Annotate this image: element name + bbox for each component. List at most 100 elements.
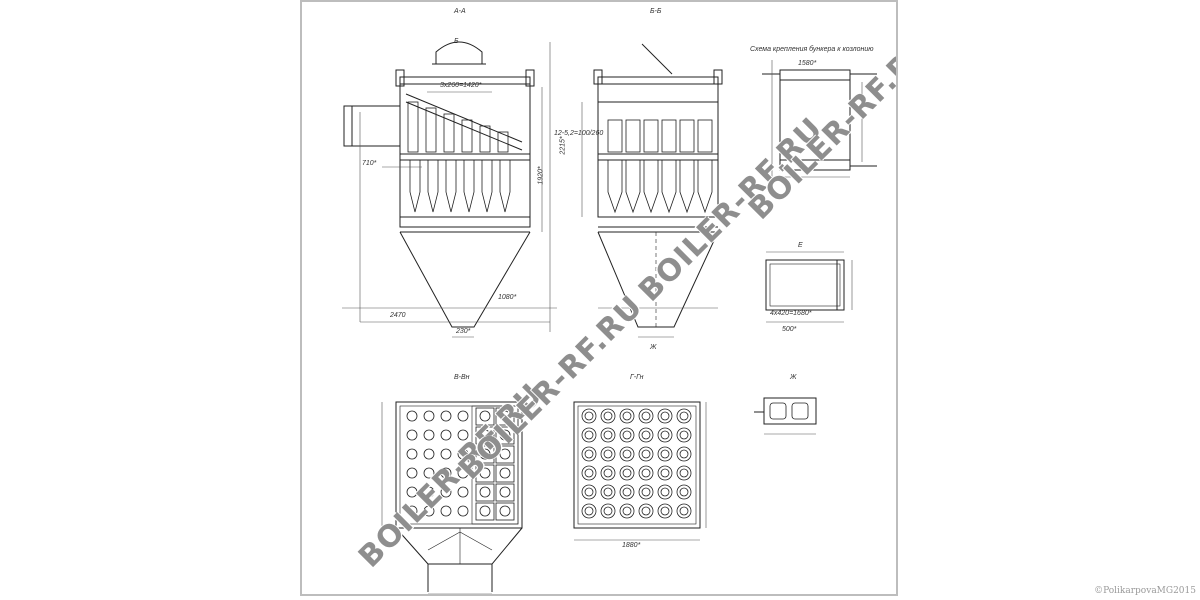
filter-tube	[440, 448, 452, 460]
filter-cell	[495, 464, 515, 483]
filter-tube-outer	[638, 465, 654, 481]
filter-tube-outer	[638, 503, 654, 519]
filter-tube-outer	[657, 408, 673, 424]
filter-tube-outer	[638, 427, 654, 443]
filter-tube-outer	[600, 465, 616, 481]
filter-tube-inner	[622, 449, 632, 459]
filter-tube-inner	[660, 430, 670, 440]
filter-tube	[457, 429, 469, 441]
filter-tube	[479, 410, 491, 422]
filter-tube-outer	[581, 446, 597, 462]
label-callout-x: Ж	[650, 344, 657, 351]
filter-tube	[499, 505, 511, 517]
filter-tube	[440, 410, 452, 422]
filter-tube-inner	[641, 506, 651, 516]
view-zh	[754, 397, 817, 435]
section-bb-view	[581, 43, 723, 338]
filter-tube-inner	[679, 449, 689, 459]
filter-tube-inner	[622, 411, 632, 421]
filter-tube-inner	[641, 468, 651, 478]
filter-tube-outer	[619, 465, 635, 481]
filter-grid-gg	[581, 408, 692, 519]
filter-tube-outer	[676, 484, 692, 500]
filter-tube-inner	[679, 430, 689, 440]
filter-tube-inner	[622, 506, 632, 516]
filter-tube-inner	[603, 506, 613, 516]
filter-tube-inner	[622, 487, 632, 497]
filter-tube	[499, 486, 511, 498]
mounting-scheme-view	[762, 60, 877, 178]
filter-tube-inner	[660, 487, 670, 497]
dim-230: 230*	[456, 328, 471, 335]
filter-tube	[406, 448, 418, 460]
filter-tube-outer	[619, 484, 635, 500]
filter-tube	[406, 429, 418, 441]
filter-tube	[406, 505, 418, 517]
filter-tube-outer	[600, 503, 616, 519]
filter-tube-outer	[638, 446, 654, 462]
filter-tube	[499, 410, 511, 422]
filter-tube-inner	[584, 430, 594, 440]
filter-tube-inner	[660, 468, 670, 478]
filter-tube-inner	[679, 506, 689, 516]
filter-cell	[475, 464, 495, 483]
filter-tube	[499, 448, 511, 460]
filter-tube	[499, 429, 511, 441]
filter-grid-vv	[406, 410, 469, 517]
filter-tube	[440, 486, 452, 498]
filter-tube-inner	[641, 430, 651, 440]
filter-tube-inner	[603, 468, 613, 478]
filter-tube-inner	[679, 468, 689, 478]
filter-tube	[457, 448, 469, 460]
view-e	[765, 251, 853, 323]
filter-cell	[495, 502, 515, 521]
filter-tube-outer	[638, 484, 654, 500]
filter-cell	[495, 483, 515, 502]
filter-tube-outer	[657, 503, 673, 519]
filter-tube-inner	[679, 487, 689, 497]
filter-tube	[479, 486, 491, 498]
filter-tube	[440, 467, 452, 479]
filter-tube	[423, 410, 435, 422]
filter-cell	[475, 426, 495, 445]
filter-cell	[475, 445, 495, 464]
filter-tube-inner	[679, 411, 689, 421]
label-view-x: Ж	[790, 374, 797, 381]
filter-tube	[423, 429, 435, 441]
filter-tube-inner	[641, 411, 651, 421]
dim-710: 710*	[362, 160, 377, 167]
filter-tube-outer	[600, 446, 616, 462]
filter-tube-outer	[676, 446, 692, 462]
filter-cell	[495, 407, 515, 426]
filter-tube-inner	[584, 506, 594, 516]
filter-cell	[495, 445, 515, 464]
label-mounting-scheme: Схема крепления бункера к козлонию	[750, 46, 874, 53]
filter-grid-vv-boxes	[475, 407, 515, 521]
filter-tube	[423, 448, 435, 460]
copyright-text: ©PolikarpovaMG2015	[1094, 586, 1196, 596]
filter-cell	[475, 407, 495, 426]
dim-2215: 2215*	[559, 136, 567, 155]
filter-tube	[440, 505, 452, 517]
dim-1880: 1880*	[622, 542, 641, 549]
filter-tube-outer	[581, 503, 597, 519]
filter-tube-inner	[660, 411, 670, 421]
filter-tube	[406, 467, 418, 479]
filter-tube-outer	[600, 427, 616, 443]
filter-tube	[457, 410, 469, 422]
filter-tube-outer	[657, 446, 673, 462]
filter-tube-inner	[660, 506, 670, 516]
filter-tube-outer	[657, 465, 673, 481]
filter-tube-inner	[584, 449, 594, 459]
filter-tube-inner	[622, 430, 632, 440]
filter-tube-outer	[657, 427, 673, 443]
filter-tube-outer	[638, 408, 654, 424]
filter-tube-inner	[641, 487, 651, 497]
dim-1580: 1580*	[798, 60, 817, 67]
filter-tube-outer	[676, 503, 692, 519]
filter-tube-outer	[600, 484, 616, 500]
filter-tube	[423, 505, 435, 517]
filter-tube	[479, 429, 491, 441]
filter-tube-inner	[641, 449, 651, 459]
label-view-e: Е	[798, 242, 803, 249]
